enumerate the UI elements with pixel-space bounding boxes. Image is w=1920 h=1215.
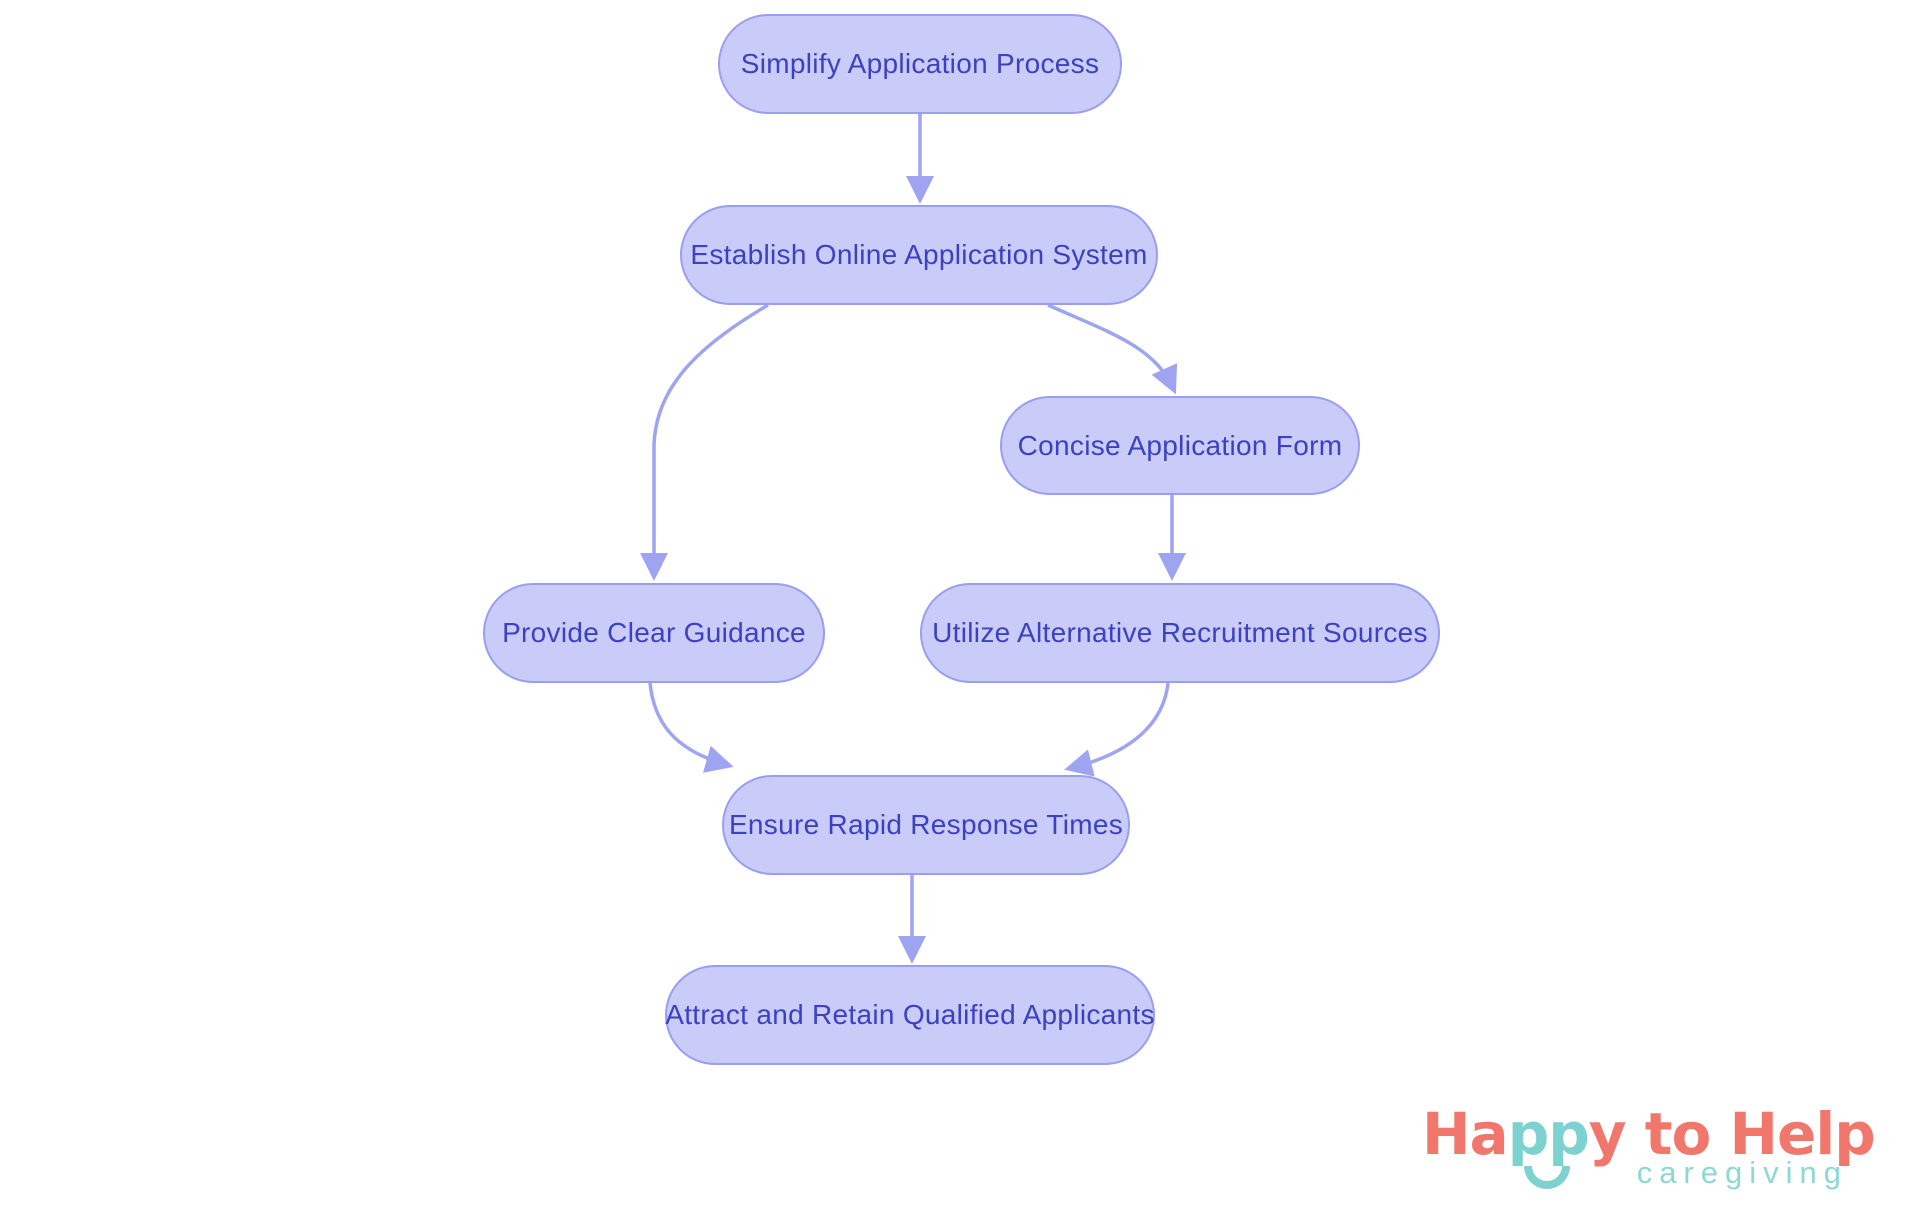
happy-to-help-logo: Happy to Help caregiving bbox=[1422, 1104, 1900, 1191]
logo-text-coral: Ha bbox=[1422, 1100, 1509, 1168]
node-label: Simplify Application Process bbox=[740, 48, 1100, 79]
node-label: Concise Application Form bbox=[1017, 429, 1343, 461]
logo-wordmark: Happy to Help bbox=[1422, 1104, 1900, 1165]
node-label: Utilize Alternative Recruitment Sources bbox=[932, 617, 1428, 648]
logo-text-coral-rest: y to Help bbox=[1588, 1100, 1876, 1168]
edge-sources-to-response bbox=[1064, 682, 1170, 777]
node-attract-and-retain-qualified-applicants: Attract and Retain Qualified Applicants bbox=[665, 965, 1155, 1065]
edge-establish-to-concise bbox=[1047, 303, 1178, 395]
node-label: Establish Online Application System bbox=[690, 239, 1148, 270]
node-utilize-alternative-recruitment-sources: Utilize Alternative Recruitment Sources bbox=[920, 583, 1440, 683]
edge-establish-to-guidance bbox=[640, 303, 769, 581]
node-label: Attract and Retain Qualified Applicants bbox=[665, 999, 1155, 1030]
logo-tagline: caregiving bbox=[1636, 1154, 1848, 1190]
node-label: Ensure Rapid Response Times bbox=[728, 809, 1124, 840]
smile-icon bbox=[1524, 1166, 1570, 1189]
node-simplify-application-process: Simplify Application Process bbox=[718, 14, 1122, 114]
node-ensure-rapid-response-times: Ensure Rapid Response Times bbox=[722, 775, 1130, 875]
edge-guidance-to-response bbox=[648, 682, 734, 773]
logo-text-teal-pp: pp bbox=[1507, 1100, 1590, 1168]
node-concise-application-form: Concise Application Form bbox=[1000, 396, 1360, 495]
node-establish-online-application-system: Establish Online Application System bbox=[680, 205, 1158, 305]
node-provide-clear-guidance: Provide Clear Guidance bbox=[483, 583, 825, 683]
node-label: Provide Clear Guidance bbox=[502, 617, 806, 648]
